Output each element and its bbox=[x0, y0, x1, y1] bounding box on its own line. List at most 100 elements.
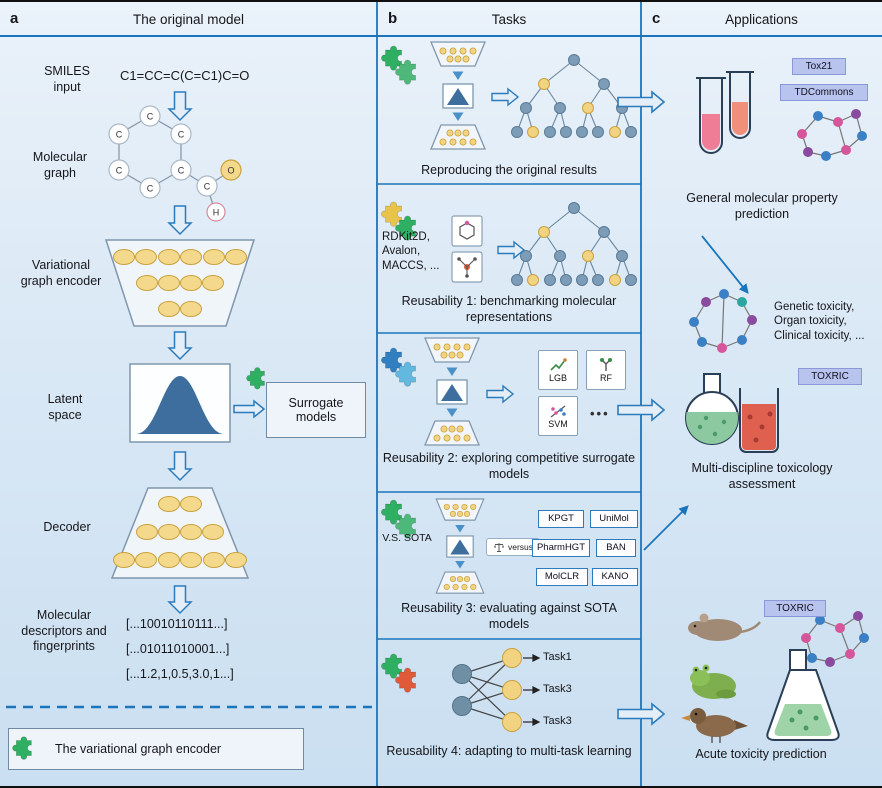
decoder-shape bbox=[110, 487, 250, 579]
panel-b-label: b bbox=[388, 10, 398, 27]
mouse-icon bbox=[688, 613, 761, 641]
app3-caption: Acute toxicity prediction bbox=[695, 747, 827, 761]
arrow-to-applications bbox=[617, 398, 666, 422]
flow-arrow bbox=[497, 240, 526, 260]
balance-scale-icon bbox=[493, 542, 504, 552]
task1-label: Task1 bbox=[543, 651, 572, 663]
frog-icon bbox=[690, 664, 736, 699]
sota-model-pharmhgt: PharmHGT bbox=[532, 539, 590, 557]
arrow-to-applications bbox=[617, 702, 666, 726]
fingerprint-icon-boxes bbox=[451, 215, 483, 283]
app2-caption: Multi-discipline toxicology assessment bbox=[691, 461, 833, 492]
section2-caption: Reusability 1: benchmarking molecular re… bbox=[401, 294, 617, 325]
flow-arrow bbox=[486, 384, 515, 404]
fingerprint-line: [...10010110111...] bbox=[126, 617, 228, 631]
ellipsis-more-models: ••• bbox=[590, 406, 610, 421]
mini-encoder-stack-icon bbox=[430, 41, 486, 150]
versus-label: versus bbox=[507, 542, 534, 552]
svm-model-box: SVM bbox=[538, 396, 578, 436]
app1-caption: General molecular property prediction bbox=[686, 191, 838, 222]
tdcommons-badge: TDCommons bbox=[780, 84, 868, 101]
svm-label: SVM bbox=[548, 418, 568, 429]
lgb-model-box: LGB bbox=[538, 350, 578, 390]
rf-label: RF bbox=[600, 372, 612, 383]
benzene-ring: C C C C C C C O H bbox=[108, 105, 242, 222]
panel-a-title: The original model bbox=[132, 12, 245, 27]
latent-space-label: Latent space bbox=[47, 392, 83, 422]
round-flask-icon bbox=[685, 373, 739, 445]
legend-box: The variational graph encoder bbox=[8, 728, 304, 770]
svm-icon bbox=[550, 405, 566, 417]
vs-sota-label: V.S. SOTA bbox=[382, 532, 432, 544]
task3-label: Task3 bbox=[543, 715, 572, 727]
erlenmeyer-flask-icon bbox=[766, 649, 840, 741]
latent-space-shape bbox=[129, 363, 231, 443]
toxric-badge: TOXRIC bbox=[798, 368, 862, 385]
rf-icon bbox=[600, 357, 612, 371]
lgb-icon bbox=[550, 357, 567, 371]
arrow-to-applications bbox=[617, 90, 666, 114]
smiles-string: C1=CC=C(C=C1)C=O bbox=[120, 68, 250, 83]
fingerprint-line: [...1.2,1,0.5,3.0,1...] bbox=[126, 667, 234, 681]
rf-model-box: RF bbox=[586, 350, 626, 390]
mini-encoder-stack-icon bbox=[435, 498, 485, 594]
atom-label: C bbox=[116, 166, 123, 176]
puzzle-piece-icon bbox=[381, 653, 402, 679]
tox21-badge: Tox21 bbox=[792, 58, 846, 75]
section4-caption: Reusability 3: evaluating against SOTA m… bbox=[401, 601, 617, 632]
bird-icon bbox=[681, 708, 748, 743]
atom-label: C bbox=[147, 184, 154, 194]
molecule-network-icon bbox=[797, 109, 867, 161]
mini-encoder-stack-icon bbox=[424, 337, 480, 446]
atom-label: C bbox=[116, 130, 123, 140]
atom-label: H bbox=[213, 208, 220, 218]
puzzle-piece-icon bbox=[12, 736, 32, 760]
atom-label: C bbox=[178, 166, 185, 176]
molecular-graph-label: Molecular graph bbox=[32, 150, 88, 180]
molecule-network-icon bbox=[689, 289, 757, 353]
atom-label: C bbox=[147, 112, 154, 122]
panel-a-label: a bbox=[10, 10, 19, 27]
puzzle-piece-icon bbox=[381, 347, 402, 373]
smiles-input-label: SMILES input bbox=[44, 64, 90, 94]
section3-caption: Reusability 2: exploring competitive sur… bbox=[382, 451, 636, 482]
panel-c-label: c bbox=[652, 10, 661, 27]
flow-arrow bbox=[491, 87, 520, 107]
surrogate-models-box: Surrogate models bbox=[266, 382, 366, 438]
sota-model-unimol: UniMol bbox=[590, 510, 638, 528]
toxicity-types-text: Genetic toxicity, Organ toxicity, Clinic… bbox=[774, 301, 865, 342]
panel-b-title: Tasks bbox=[491, 12, 527, 27]
section5-caption: Reusability 4: adapting to multi-task le… bbox=[386, 744, 632, 758]
task2-label: Task3 bbox=[543, 683, 572, 695]
puzzle-piece-icon bbox=[381, 201, 402, 227]
sota-model-ban: BAN bbox=[596, 539, 636, 557]
multitask-network bbox=[452, 648, 541, 732]
encoder-label: Variational graph encoder bbox=[20, 258, 102, 288]
fingerprints-label: Molecular descriptors and fingerprints bbox=[21, 608, 107, 654]
fingerprint-line: [...01011010001...] bbox=[126, 642, 230, 656]
sota-model-molclr: MolCLR bbox=[536, 568, 588, 586]
oxygen-atom bbox=[220, 159, 242, 181]
lgb-label: LGB bbox=[548, 372, 567, 383]
puzzle-piece-icon bbox=[381, 45, 402, 71]
atom-label: O bbox=[227, 166, 234, 176]
decision-tree-icon bbox=[510, 53, 638, 139]
section1-caption: Reproducing the original results bbox=[421, 163, 597, 177]
sota-model-kpgt: KPGT bbox=[538, 510, 584, 528]
toxric-badge: TOXRIC bbox=[764, 600, 826, 617]
diagonal-connector-arrow bbox=[701, 235, 749, 294]
puzzle-piece-icon bbox=[246, 367, 265, 390]
versus-box: versus bbox=[486, 538, 540, 556]
decoder-label: Decoder bbox=[43, 520, 91, 534]
panel-c-title: Applications bbox=[725, 12, 798, 27]
beaker-icon bbox=[739, 388, 779, 453]
legend-label: The variational graph encoder bbox=[55, 742, 222, 756]
hydrogen-atom bbox=[206, 202, 226, 222]
flow-arrows-panel-a bbox=[167, 91, 266, 615]
surrogate-models-label: Surrogate models bbox=[288, 396, 344, 424]
sota-model-kano: KANO bbox=[592, 568, 638, 586]
variational-encoder-shape bbox=[104, 239, 256, 327]
molecule-network-icon bbox=[801, 611, 869, 667]
